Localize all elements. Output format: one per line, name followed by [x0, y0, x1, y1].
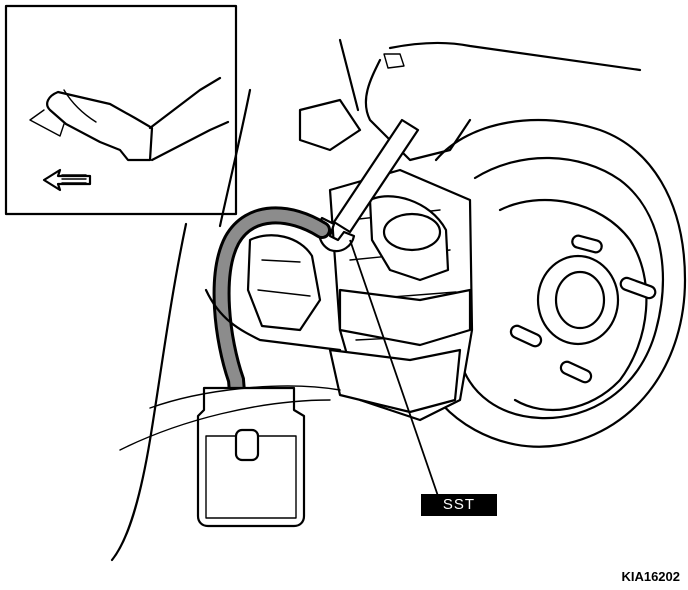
sst-leader-line [349, 239, 439, 497]
figure-code: KIA16202 [621, 569, 680, 584]
catch-bottle [196, 386, 306, 528]
brake-pedal-inset [4, 4, 238, 216]
brake-caliper [246, 98, 474, 422]
sst-callout-label: SST [421, 494, 497, 516]
brake-rotor [418, 118, 687, 448]
vehicle-body-outline [110, 88, 342, 562]
